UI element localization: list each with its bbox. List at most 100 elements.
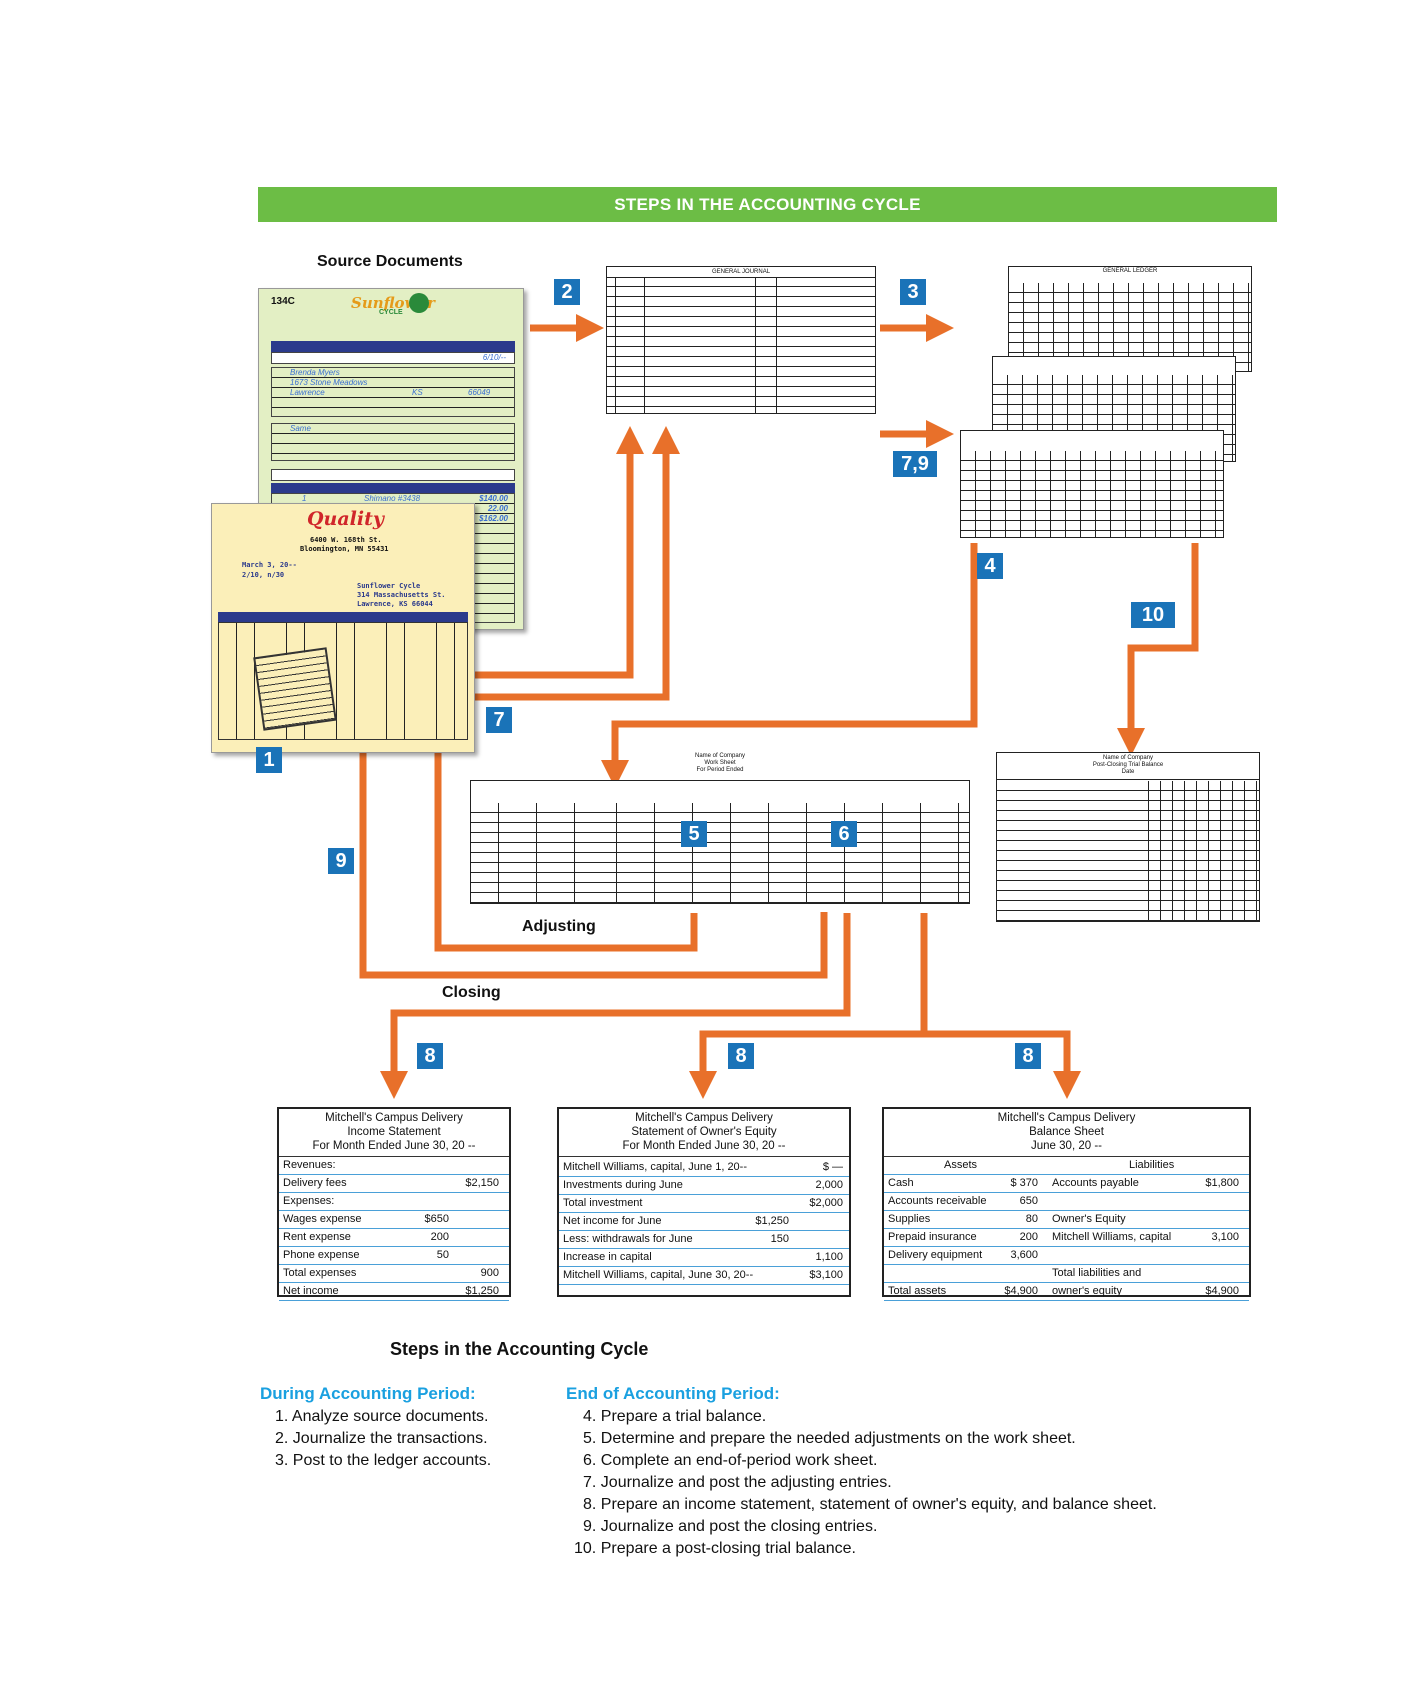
row-amount-inner: 200 [430, 1231, 449, 1243]
liability-label: Mitchell Williams, capital [1052, 1231, 1172, 1243]
during-period-heading: During Accounting Period: [260, 1384, 476, 1403]
step-5-badge: 5 [681, 821, 707, 847]
row-amount-inner: 50 [436, 1249, 449, 1261]
quality-address-1: 6400 W. 168th St. [310, 536, 382, 544]
statement-row: Total investment $2,000 [559, 1195, 849, 1213]
legend-step-7: 7. Journalize and post the adjusting ent… [583, 1474, 892, 1491]
step-6-badge: 6 [831, 821, 857, 847]
row-amount-outer: 900 [480, 1267, 499, 1279]
sunflower-logo-sub: CYCLE [379, 309, 403, 316]
cycle-banner: STEPS IN THE ACCOUNTING CYCLE [258, 187, 1277, 222]
row-amount-outer: $2,150 [465, 1177, 499, 1189]
statement-row: Delivery fees $2,150 [279, 1175, 509, 1193]
customer-city: Lawrence [290, 388, 325, 397]
arrow-step-8-income [380, 913, 851, 1099]
legend-step-8: 8. Prepare an income statement, statemen… [583, 1496, 1157, 1513]
income-statement-period: For Month Ended June 30, 20 -- [312, 1140, 476, 1152]
row-amount-outer: $3,100 [809, 1269, 843, 1281]
closing-label: Closing [442, 984, 501, 1001]
adjusting-label: Adjusting [522, 918, 596, 935]
ledger-title: GENERAL LEDGER [1102, 268, 1158, 274]
balance-sheet-title: Balance Sheet [1029, 1126, 1104, 1138]
statement-row: Investments during June 2,000 [559, 1177, 849, 1195]
quality-address-2: Bloomington, MN 55431 [300, 545, 389, 553]
work-sheet-title-3: For Period Ended [696, 767, 744, 773]
legend-step-4: 4. Prepare a trial balance. [583, 1408, 767, 1425]
owners-equity-title: Statement of Owner's Equity [631, 1126, 777, 1138]
arrow-step-10 [1117, 543, 1199, 756]
row-amount-inner: $1,250 [755, 1215, 789, 1227]
row-label: Investments during June [563, 1179, 683, 1191]
legend-step-3: 3. Post to the ledger accounts. [275, 1452, 492, 1469]
liability-amount: $1,800 [1205, 1177, 1239, 1189]
legend-step-6: 6. Complete an end-of-period work sheet. [583, 1452, 878, 1469]
asset-label: Prepaid insurance [888, 1231, 977, 1243]
during-period-list: 1. Analyze source documents. 2. Journali… [275, 1406, 491, 1472]
balance-sheet: Mitchell's Campus Delivery Balance Sheet… [882, 1107, 1251, 1301]
work-sheet-title-2: Work Sheet [704, 760, 736, 766]
statement-row: Net income$1,250 [279, 1283, 509, 1301]
item-total: $162.00 [479, 514, 508, 523]
customer-name: Brenda Myers [290, 368, 340, 377]
row-label: Rent expense [283, 1231, 351, 1243]
quality-ship-to-2: 314 Massachusetts St. [357, 591, 446, 599]
customer-zip: 66049 [468, 388, 491, 397]
item-desc: Shimano #3438 [364, 494, 421, 503]
item-amount: $140.00 [479, 494, 508, 503]
step-4-badge: 4 [977, 553, 1003, 579]
row-label: Delivery fees [283, 1177, 347, 1189]
quality-invoice: Quality 6400 W. 168th St. Bloomington, M… [211, 503, 475, 753]
row-label: Total investment [563, 1197, 643, 1209]
liability-label: Total liabilities and [1052, 1267, 1142, 1279]
row-label: Mitchell Williams, capital, June 1, 20-- [563, 1161, 748, 1173]
step-8-balance-badge: 8 [1015, 1043, 1041, 1069]
income-statement-title: Income Statement [347, 1126, 441, 1138]
step-2-badge: 2 [554, 279, 580, 305]
asset-label: Delivery equipment [888, 1249, 983, 1261]
liability-amount: $4,900 [1205, 1285, 1239, 1297]
work-sheet-title-1: Name of Company [694, 753, 746, 759]
liabilities-heading: Liabilities [1129, 1159, 1175, 1171]
row-amount-outer: 2,000 [815, 1179, 843, 1191]
owners-equity-rows: Mitchell Williams, capital, June 1, 20--… [559, 1157, 849, 1285]
item-tax: 22.00 [487, 504, 508, 513]
asset-amount: 80 [1025, 1213, 1038, 1225]
step-3-badge: 3 [900, 279, 926, 305]
step-10-badge: 10 [1131, 602, 1175, 628]
asset-amount: $4,900 [1004, 1285, 1038, 1297]
income-statement: Mitchell's Campus Delivery Income Statem… [277, 1107, 511, 1301]
row-amount-inner: $650 [424, 1213, 449, 1225]
step-9-badge: 9 [328, 848, 354, 874]
statement-row: Phone expense 50 [279, 1247, 509, 1265]
legend-step-10: 10. Prepare a post-closing trial balance… [574, 1540, 856, 1557]
row-label: Less: withdrawals for June [563, 1233, 693, 1245]
liability-label: Accounts payable [1052, 1177, 1139, 1189]
row-label: Expenses: [283, 1195, 335, 1207]
row-label: Wages expense [283, 1213, 362, 1225]
legend-step-5: 5. Determine and prepare the needed adju… [583, 1430, 1076, 1447]
receipt-image [253, 647, 337, 731]
sunflower-logo-icon [409, 293, 429, 313]
statement-row: Net income for June$1,250 [559, 1213, 849, 1231]
liability-amount: 3,100 [1211, 1231, 1239, 1243]
statement-row: Wages expense $650 [279, 1211, 509, 1229]
owners-equity-company: Mitchell's Campus Delivery [635, 1112, 773, 1124]
customer-state: KS [412, 388, 423, 397]
row-label: Increase in capital [563, 1251, 652, 1263]
row-amount-outer: $2,000 [809, 1197, 843, 1209]
row-label: Mitchell Williams, capital, June 30, 20-… [563, 1269, 754, 1281]
step-7-badge: 7 [486, 707, 512, 733]
source-documents-label: Source Documents [317, 253, 463, 270]
row-label: Phone expense [283, 1249, 360, 1261]
post-closing-title-2: Post-Closing Trial Balance [1092, 762, 1164, 768]
row-amount-outer: $ — [822, 1161, 843, 1173]
post-closing-title-1: Name of Company [1102, 755, 1154, 761]
step-1-badge: 1 [256, 747, 282, 773]
arrow-adjusting [434, 426, 698, 952]
